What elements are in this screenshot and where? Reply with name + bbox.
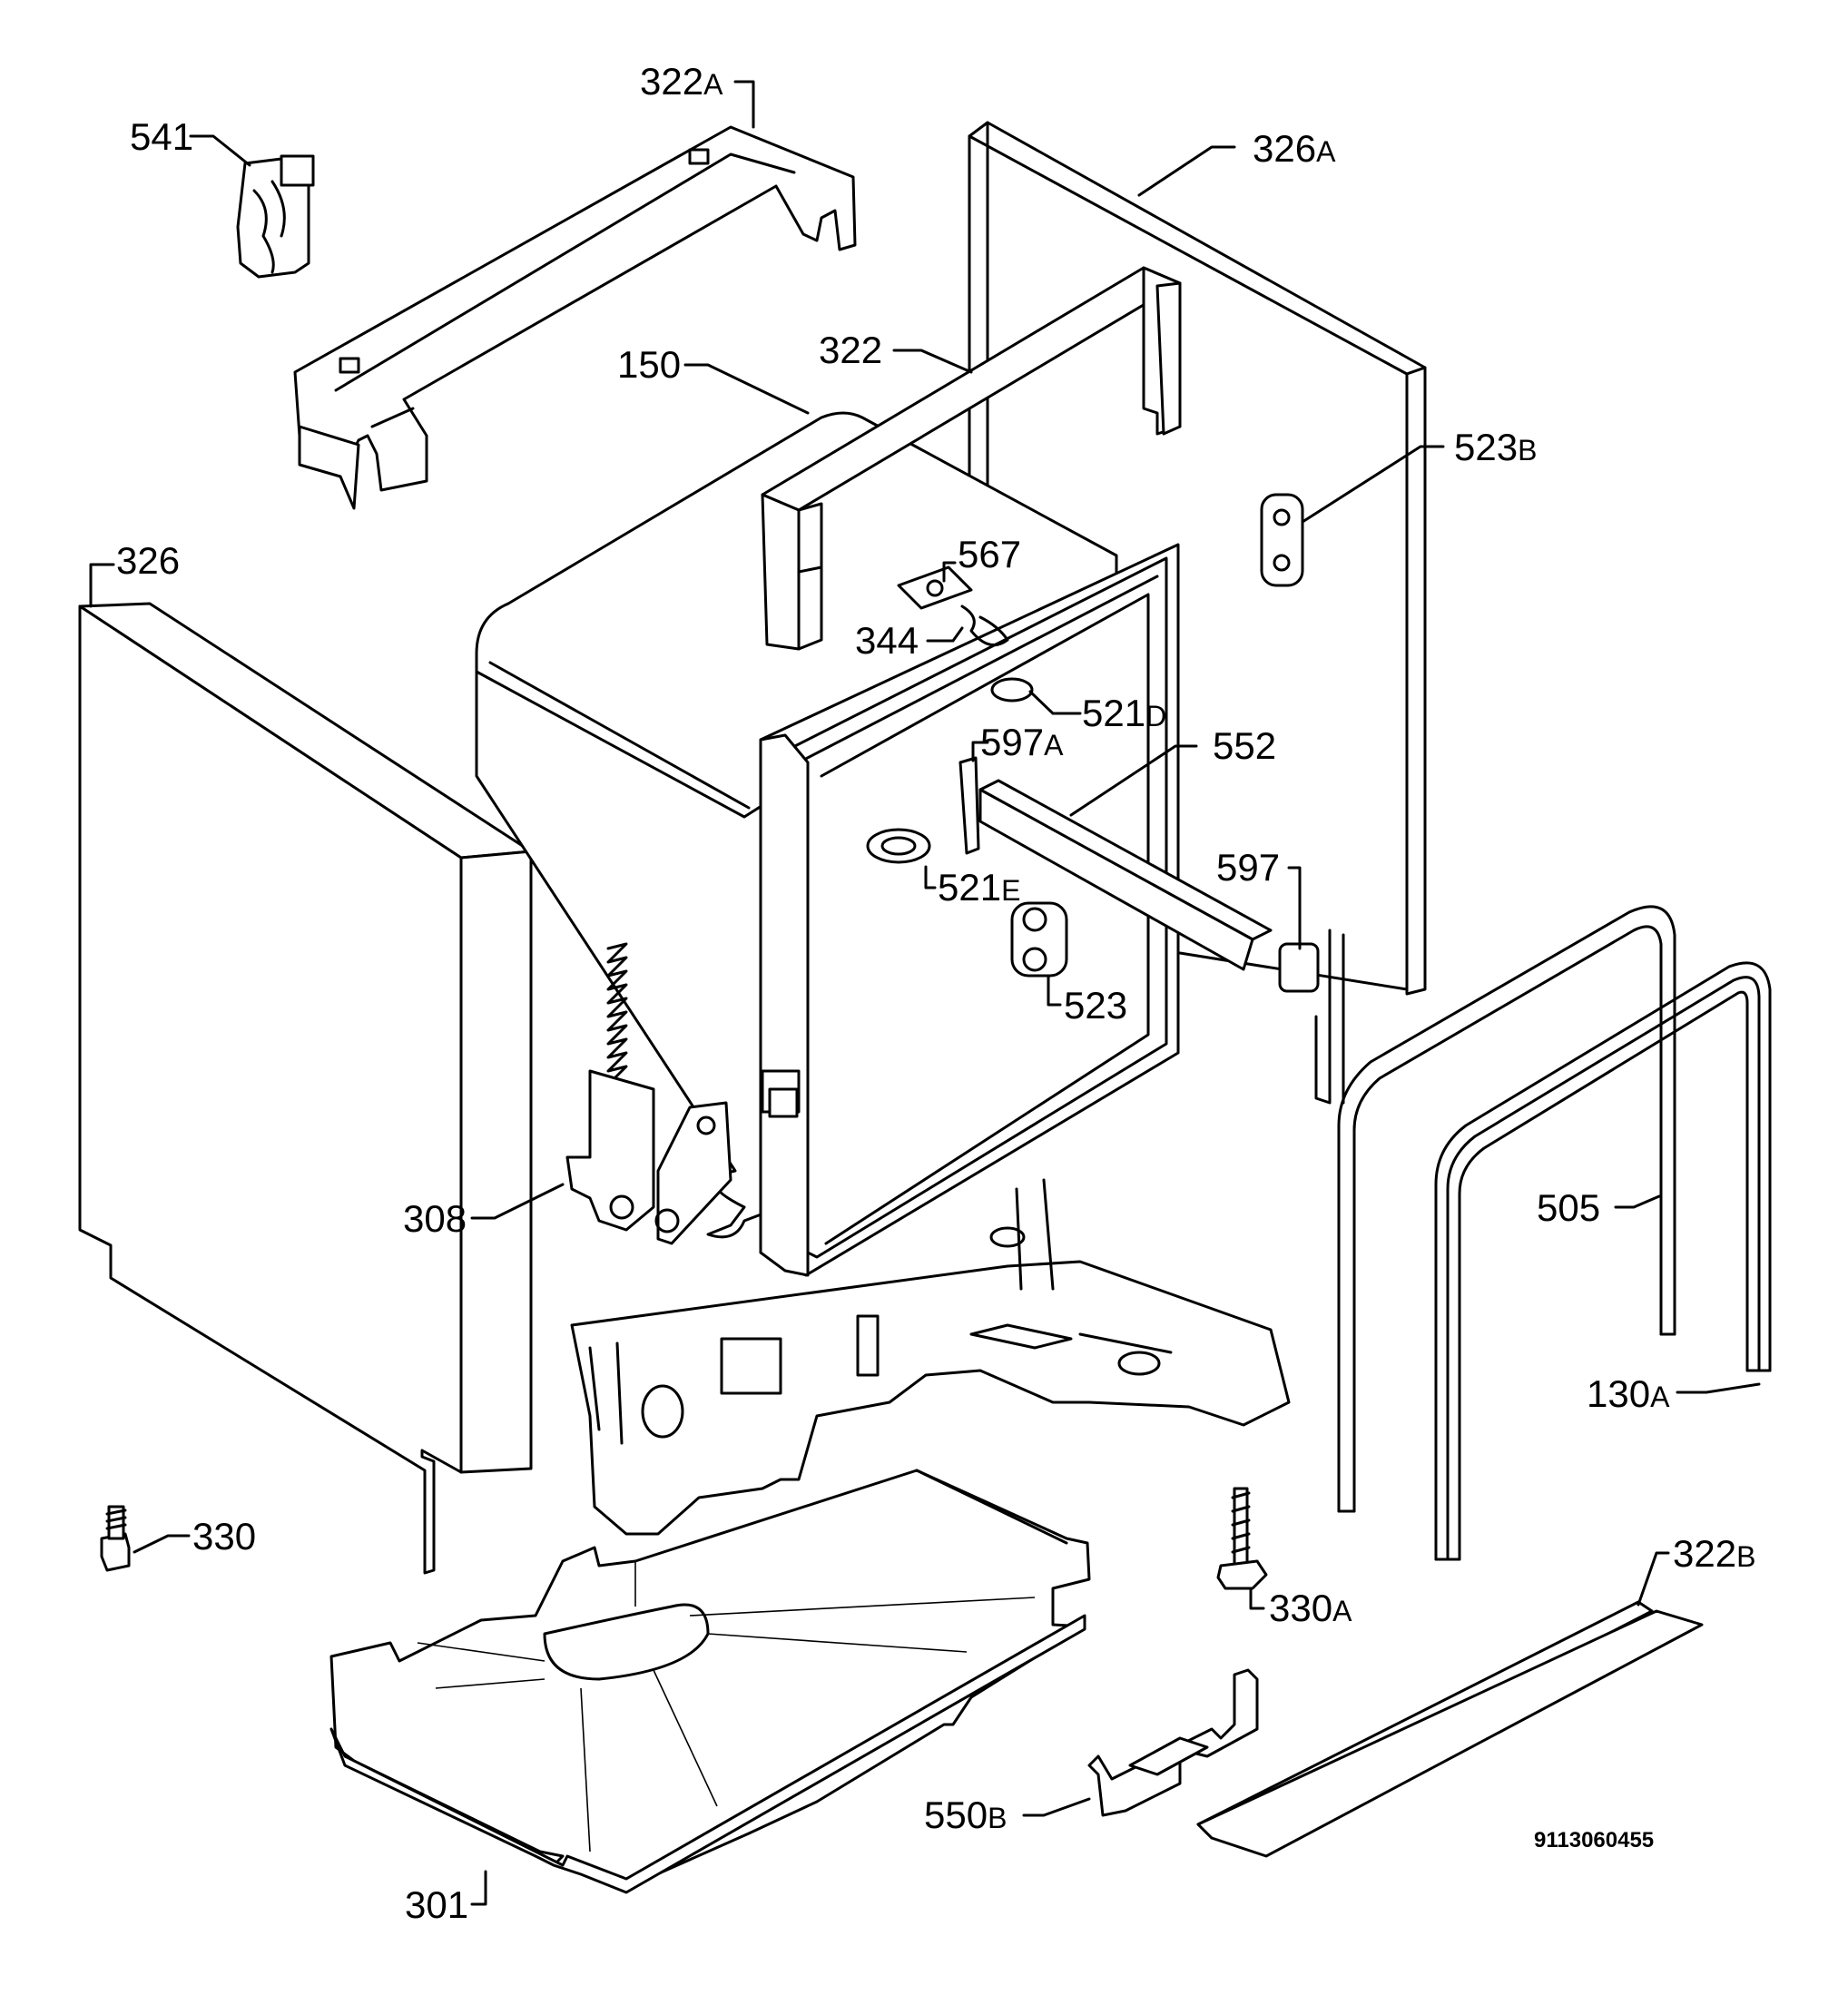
callout-322a: 322A	[640, 60, 723, 103]
callout-505: 505	[1537, 1186, 1600, 1229]
callout-597a: 597A	[980, 721, 1064, 763]
callout-521e: 521E	[938, 866, 1020, 909]
callout-552: 552	[1213, 724, 1276, 767]
callout-541: 541	[130, 115, 193, 158]
part-301-base-tray	[329, 1469, 1091, 1894]
callout-330a: 330A	[1269, 1587, 1352, 1629]
part-322-frame	[761, 266, 1182, 651]
part-322b-strip	[1196, 1600, 1704, 1858]
part-326-side-panel	[78, 602, 533, 1575]
part-552-rail	[978, 779, 1273, 971]
callout-567: 567	[958, 533, 1021, 575]
callout-326a: 326A	[1253, 127, 1336, 170]
part-597-clip	[1278, 942, 1320, 993]
part-541-clip	[236, 154, 315, 279]
part-550b-bracket	[1087, 1668, 1259, 1817]
callout-344: 344	[855, 619, 919, 662]
part-330-foot	[100, 1505, 131, 1572]
part-521d-cap	[990, 677, 1034, 703]
callout-326: 326	[116, 539, 180, 582]
drawing-number: 9113060455	[1534, 1828, 1654, 1852]
part-door-frame	[759, 543, 1180, 1277]
callout-330: 330	[192, 1515, 256, 1558]
callout-597: 597	[1216, 846, 1280, 889]
callout-308: 308	[403, 1197, 467, 1240]
callout-322b: 322B	[1673, 1532, 1755, 1575]
part-505-seal	[1337, 905, 1676, 1513]
part-330a-foot	[1216, 1487, 1268, 1590]
part-base-frame	[570, 1178, 1291, 1536]
part-308-hinge	[565, 942, 732, 1245]
part-130a-seal	[1434, 961, 1772, 1561]
callout-550b: 550B	[924, 1794, 1007, 1836]
callout-130a: 130A	[1587, 1372, 1670, 1415]
callout-521d: 521D	[1082, 692, 1166, 734]
callout-150: 150	[617, 343, 681, 386]
callout-523: 523	[1064, 984, 1127, 1027]
part-597a-clip	[958, 756, 980, 855]
part-322a-frame	[293, 125, 857, 510]
callout-322: 322	[819, 329, 882, 371]
part-326a-side-panel	[968, 121, 1427, 1105]
part-521e-ring	[866, 828, 931, 864]
part-523-fitting	[1010, 901, 1068, 978]
part-567-bracket	[897, 565, 973, 610]
leader-lines	[89, 80, 1761, 1906]
callout-523b: 523B	[1454, 426, 1537, 468]
part-344-spring	[960, 604, 1009, 647]
part-523b-fitting	[1260, 493, 1304, 587]
callout-labels: 541 322A 326A 150 322 523B 326 567 344 5…	[116, 60, 1755, 1926]
callout-301: 301	[405, 1883, 468, 1926]
